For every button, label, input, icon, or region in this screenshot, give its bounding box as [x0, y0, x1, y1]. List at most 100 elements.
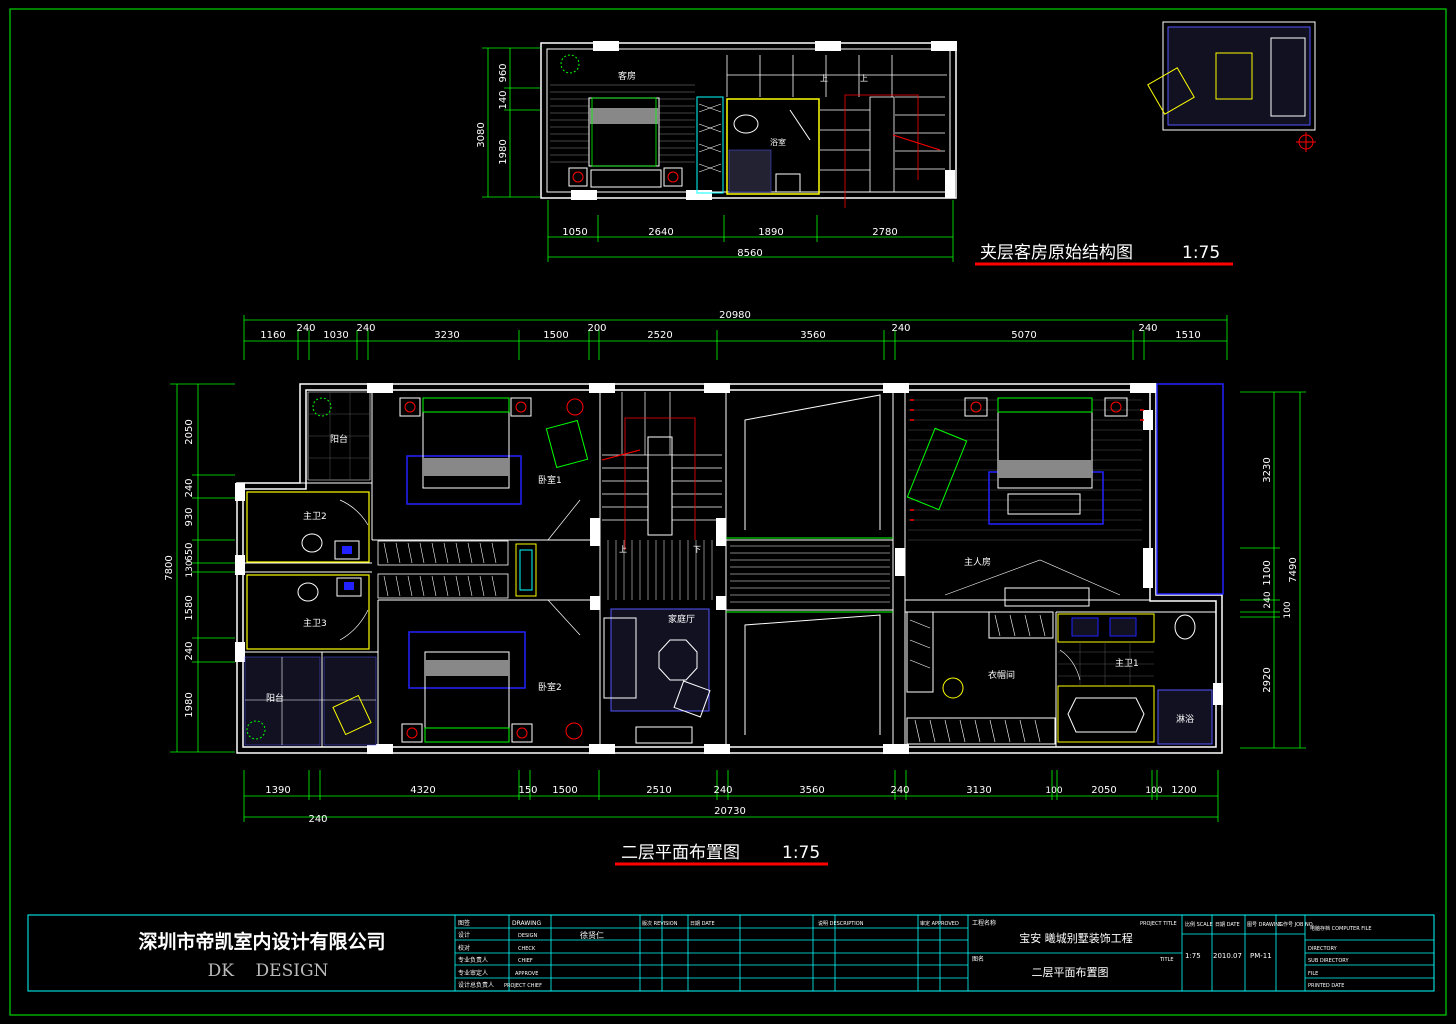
plan-dim-bottom-5: 240 — [713, 785, 732, 796]
toilet-icon — [297, 582, 319, 602]
tb-rev-header-2: 说明 DESCRIPTION — [818, 920, 864, 927]
room-label-bath3: 主卫3 — [303, 617, 327, 629]
toilet-icon — [301, 533, 323, 553]
plan-interior-walls — [243, 390, 1216, 747]
plant-icon — [312, 397, 332, 417]
second-floor-plan: 20980 1160 240 1030 240 3230 1500 200 25… — [164, 310, 1306, 866]
bench — [590, 169, 662, 188]
plan-dim-bottom-12: 1200 — [1171, 785, 1196, 796]
room-label-shower: 淋浴 — [1176, 713, 1194, 725]
mezzanine-scale: 1:75 — [1182, 243, 1220, 263]
plan-dim-bottom-total: 20730 — [714, 806, 746, 817]
sink-icon — [775, 173, 801, 193]
stair-cut-line — [892, 134, 941, 151]
tb-row-1-cn: 设计 — [458, 931, 470, 939]
wall-block — [686, 190, 712, 200]
tb-computer-file-label: 电脑存档 COMPUTER FILE — [1310, 925, 1372, 932]
room-label-bedroom1: 卧室1 — [538, 474, 562, 486]
plan-dim-left-3: 650 — [184, 542, 195, 561]
plan-dim-left-0: 2050 — [184, 419, 195, 444]
stair-down-label: 下 — [693, 545, 701, 554]
tb-row-4-en: APPROVE — [515, 971, 538, 977]
balcony-bottom-2 — [323, 656, 377, 746]
bedroom1: 卧室1 — [399, 397, 589, 541]
lamp-icon — [572, 171, 584, 183]
nightstand — [568, 167, 588, 187]
room-label-family-hall: 家庭厅 — [668, 613, 695, 625]
room-label-bath: 浴室 — [770, 137, 786, 147]
plan-dim-top-12: 1510 — [1175, 330, 1200, 341]
tb-file-row-2: FILE — [1308, 971, 1318, 977]
plan-dim-right-0: 3230 — [1262, 457, 1273, 482]
master-bay-window — [1156, 383, 1224, 595]
plan-right-dims — [1240, 391, 1306, 749]
dim-left-total: 3080 — [476, 122, 487, 147]
dim-left-0: 960 — [498, 63, 509, 82]
tb-drawing-no-value: PM-11 — [1250, 952, 1272, 960]
plan-wall-blocks — [235, 383, 1223, 754]
tb-row-0-cn: 图签 — [458, 919, 470, 927]
plan-dim-top-2: 1030 — [323, 330, 348, 341]
mezzanine-left-dims — [482, 47, 540, 198]
stair-up-label-2: 上 — [860, 74, 868, 83]
plan-dim-top-5: 1500 — [543, 330, 568, 341]
plan-dim-left-5: 1580 — [184, 595, 195, 620]
plan-dim-top-0: 1160 — [260, 330, 285, 341]
plan-title: 二层平面布置图 — [621, 843, 740, 863]
plan-dim-bottom-8: 3130 — [966, 785, 991, 796]
bath3 — [246, 574, 370, 650]
lounge-chair — [332, 694, 372, 736]
room-label-master-bedroom: 主人房 — [964, 556, 991, 568]
tb-file-row-0: DIRECTORY — [1308, 946, 1338, 952]
mezzanine-outer-wall — [540, 42, 957, 199]
balcony-top-tiles — [308, 392, 370, 480]
wardrobe-hangers — [698, 103, 722, 173]
tb-row-5-cn: 设计总负责人 — [458, 981, 494, 989]
tb-row-5-en: PROJECT CHIEF — [504, 983, 542, 989]
guest-bed-frame — [591, 97, 657, 167]
tb-project-name: 宝安 曦城别墅装饰工程 — [1019, 931, 1133, 945]
title-block: 深圳市帝凯室内设计有限公司 DK DESIGN 图签 DRAWING 设计 DE… — [27, 914, 1435, 992]
lamp-icon — [667, 171, 679, 183]
tb-rev-header-0: 版次 REVISION — [642, 920, 678, 927]
tb-row-1-en: DESIGN — [518, 933, 538, 939]
tb-date-value: 2010.07 — [1213, 952, 1242, 960]
stair-direction-line — [844, 94, 919, 208]
plan-dim-bottom-3: 1500 — [552, 785, 577, 796]
dim-bottom-3: 2780 — [872, 227, 897, 238]
dim-total: 8560 — [737, 248, 762, 259]
tb-scale-label: 比例 SCALE — [1185, 921, 1213, 928]
mezzanine-plan: 客房 浴室 上 — [476, 41, 1233, 266]
tb-row-3-cn: 专业负责人 — [458, 956, 488, 964]
tb-rev-header-1: 日期 DATE — [690, 921, 715, 927]
family-hall: 家庭厅 — [603, 608, 711, 744]
key-plan-thumbnail — [1147, 21, 1316, 152]
wardrobe — [696, 96, 724, 194]
plan-dim-bottom-2: 150 — [518, 785, 537, 796]
tb-date-label: 日期 DATE — [1215, 922, 1240, 928]
balcony-bottom — [244, 656, 321, 746]
sink-icon — [334, 540, 360, 560]
tb-drawing-name: 二层平面布置图 — [1032, 966, 1109, 979]
bedroom2: 卧室2 — [401, 599, 583, 743]
master-bath: 主卫1 淋浴 — [1057, 613, 1213, 745]
plan-dim-top-9: 240 — [891, 323, 910, 334]
dim-bottom-0: 1050 — [562, 227, 587, 238]
plan-dim-bottom-11: 100 — [1145, 786, 1162, 796]
dim-left-1: 140 — [498, 90, 509, 109]
tb-rev-header-3: 审定 APPROVED — [920, 920, 959, 927]
plan-dim-top-10: 5070 — [1011, 330, 1036, 341]
plan-dim-bottom-9: 100 — [1045, 786, 1062, 796]
wall-block — [571, 190, 597, 200]
corridor-floor-hatch — [607, 540, 890, 603]
room-label-balcony-top: 阳台 — [330, 433, 348, 445]
plan-dim-right-4: 2920 — [1262, 667, 1273, 692]
tb-project-label: 工程名称 — [972, 919, 996, 927]
plan-dim-left-1: 240 — [184, 478, 195, 497]
plan-left-dims — [170, 383, 235, 753]
tb-project-label-en: PROJECT TITLE — [1140, 921, 1177, 927]
cloakroom: 衣帽间 — [906, 611, 1056, 745]
basin-icon — [342, 546, 352, 554]
basin-icon — [344, 582, 354, 590]
plan-dim-left-7: 1980 — [184, 692, 195, 717]
